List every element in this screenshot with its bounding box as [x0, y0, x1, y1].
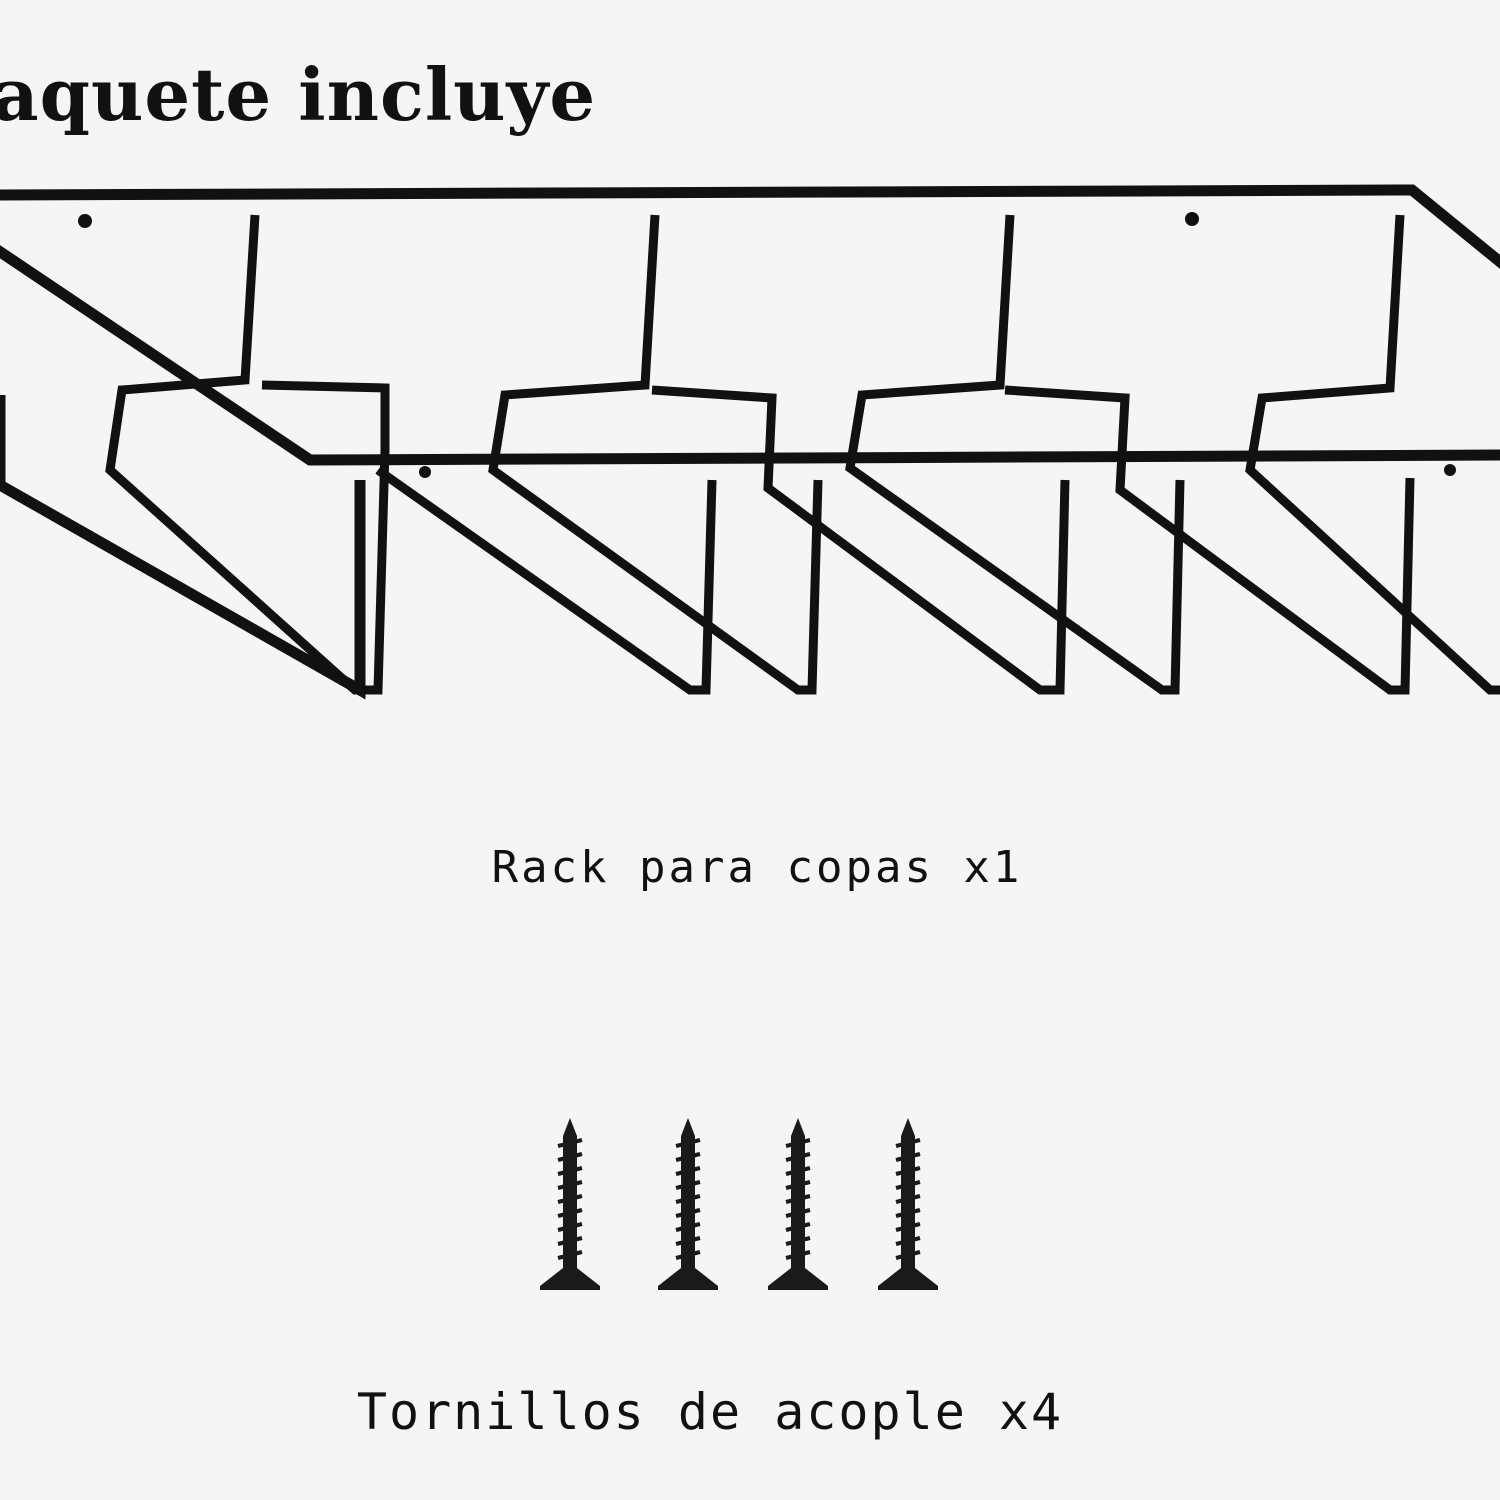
mounting-hole [78, 214, 92, 228]
mounting-hole [419, 466, 431, 478]
rack-hanger [845, 214, 1185, 695]
rack-hanger [105, 214, 390, 695]
rack-hanger [1004, 385, 1415, 695]
rack-hanger [651, 385, 1070, 695]
mounting-hole [1444, 464, 1456, 476]
rack-hanger [1245, 214, 1500, 695]
screws-caption: Tornillos de acople x4 [356, 1383, 1064, 1441]
screw-icon [766, 1116, 830, 1292]
screw-icon [876, 1116, 940, 1292]
rack-front-bar [0, 245, 1500, 466]
rack-hanger [0, 395, 366, 700]
rack-hanger [375, 466, 717, 695]
screw-icon [538, 1116, 602, 1292]
package-contents-heading: aquete incluye [0, 52, 597, 137]
wine-glass-rack-image [0, 184, 1500, 700]
screws-image [538, 1116, 940, 1292]
screw-icon [656, 1116, 720, 1292]
rack-caption: Rack para copas x1 [491, 842, 1023, 893]
mounting-hole [1185, 212, 1199, 226]
rack-hanger [488, 214, 823, 695]
rack-back-bar [0, 184, 1500, 269]
